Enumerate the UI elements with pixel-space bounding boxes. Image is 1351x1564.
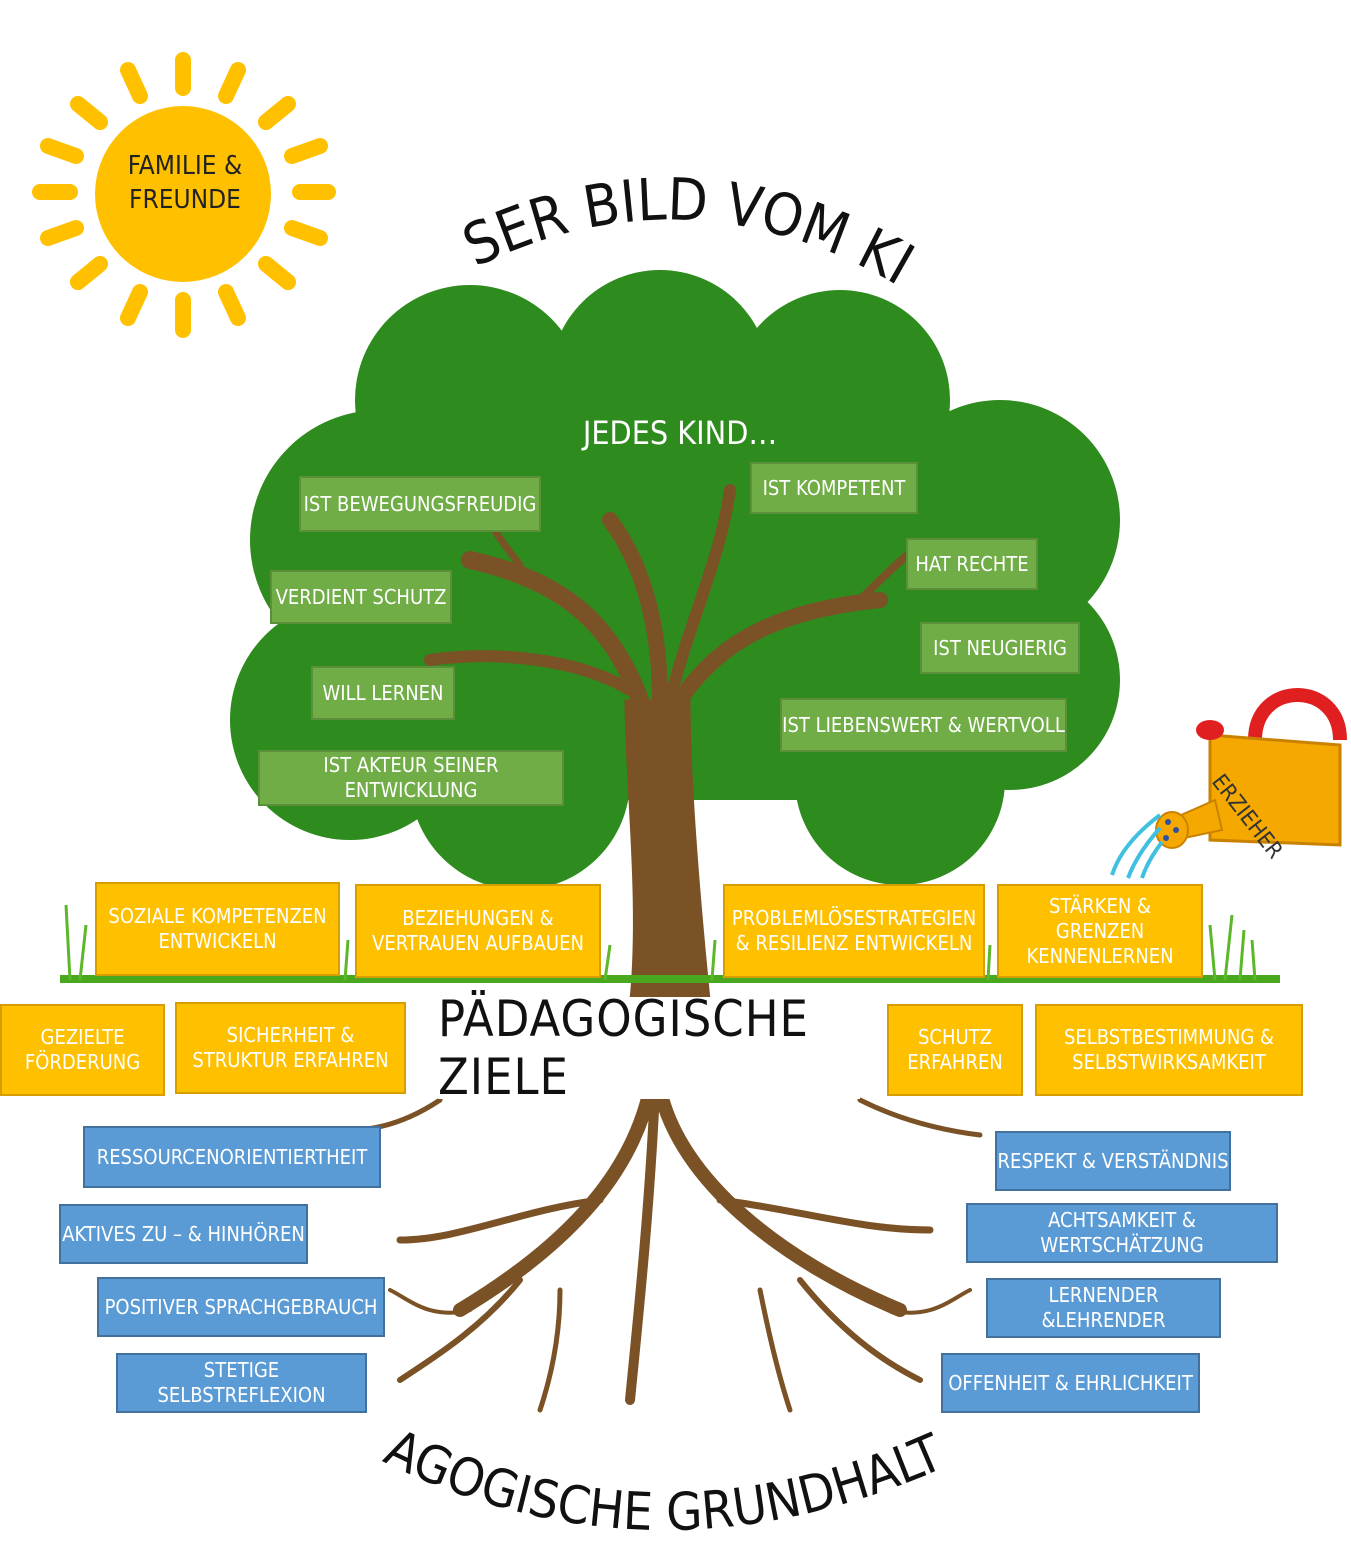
goal-item: Beziehungen & Vertrauen aufbauen (355, 884, 601, 978)
sun-label: Familie & Freunde (110, 150, 260, 240)
goal-item: Sicherheit & Struktur erfahren (175, 1002, 406, 1094)
watering-can-icon (1110, 688, 1347, 879)
grass-band (60, 904, 1280, 983)
crown-item: ist bewegungsfreudig (299, 476, 541, 532)
crown-item: ist neugierig (920, 622, 1080, 674)
goal-item: Problemlösestrategien & Resilienz entwic… (723, 884, 985, 978)
attitude-item: Achtsamkeit & Wertschätzung (966, 1203, 1278, 1263)
attitude-item: Ressourcenorientiertheit (83, 1126, 381, 1188)
goal-item: Stärken & Grenzen kennenlernen (997, 884, 1203, 978)
sun-label-line1: Familie & (127, 151, 243, 181)
crown-heading: Jedes Kind… (582, 414, 778, 452)
attitude-item: Lernender &Lehrender (986, 1278, 1221, 1338)
sun-icon (32, 52, 336, 338)
goal-item: Schutz erfahren (887, 1004, 1023, 1096)
tree-roots (347, 1083, 983, 1413)
crown-item: ist liebenswert & wertvoll (780, 698, 1067, 752)
goal-item: Gezielte Förderung (0, 1004, 165, 1096)
crown-item: ist kompetent (750, 462, 918, 514)
crown-item: verdient Schutz (270, 570, 452, 624)
attitude-item: Aktives Zu – & Hinhören (59, 1204, 308, 1264)
attitude-item: Respekt & Verständnis (995, 1131, 1231, 1191)
goal-item: Soziale Kompetenzen entwickeln (95, 882, 340, 976)
attitude-item: Stetige Selbstreflexion (116, 1353, 367, 1413)
goals-heading: Pädagogische Ziele (438, 990, 860, 1106)
goal-item: Selbstbestimmung & Selbstwirksamkeit (1035, 1004, 1303, 1096)
attitude-item: Positiver Sprachgebrauch (97, 1277, 385, 1337)
crown-item: ist Akteur seiner Entwicklung (258, 750, 564, 806)
attitude-item: Offenheit & Ehrlichkeit (941, 1353, 1200, 1413)
crown-item: hat Rechte (906, 538, 1038, 590)
sun-label-line2: Freunde (129, 184, 241, 215)
crown-item: will lernen (311, 666, 455, 720)
